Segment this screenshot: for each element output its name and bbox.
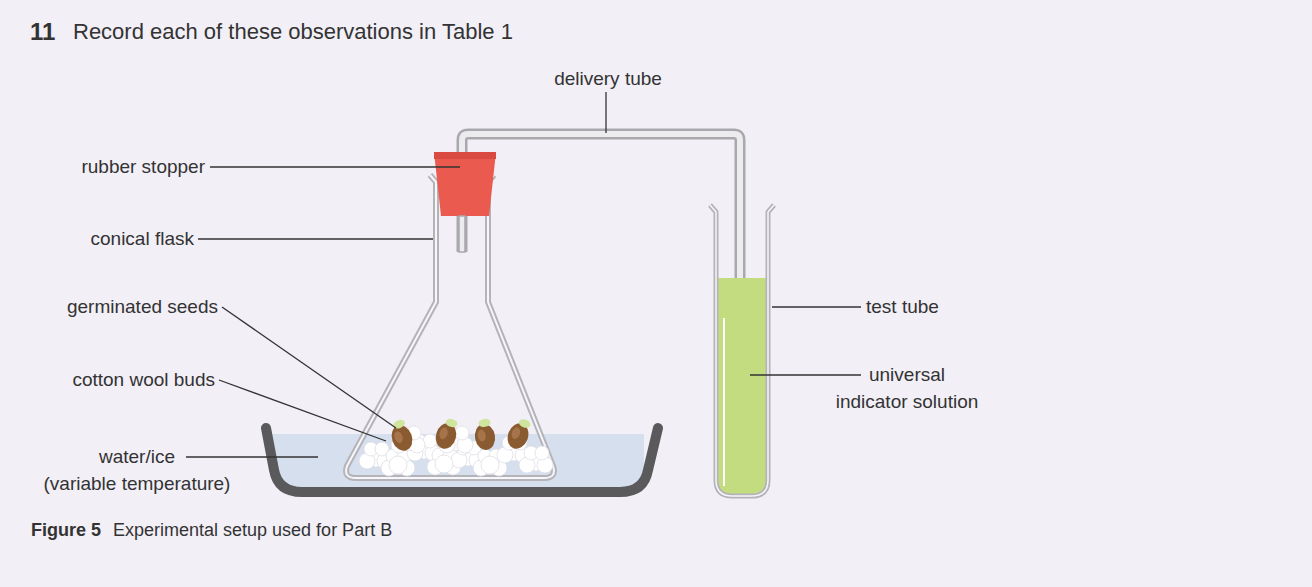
leader-lines	[186, 92, 861, 457]
conical-flask	[346, 175, 554, 478]
part-label: universal indicator solution	[836, 361, 979, 415]
question-title: Record each of these observations in Tab…	[73, 19, 513, 45]
part-label: test tube	[866, 296, 939, 319]
part-label: rubber stopper	[81, 156, 205, 179]
part-label: conical flask	[91, 228, 195, 251]
part-label: germinated seeds	[67, 296, 218, 319]
dish	[266, 428, 658, 492]
question-number: 11	[30, 18, 55, 47]
part-label: delivery tube	[554, 68, 662, 91]
part-label: cotton wool buds	[72, 369, 215, 392]
figure-number: Figure 5	[31, 520, 101, 542]
seed-cluster	[359, 416, 553, 476]
delivery-tube	[462, 134, 740, 326]
test-tube	[710, 205, 774, 496]
figure-caption: Experimental setup used for Part B	[113, 520, 392, 542]
part-label: water/ice (variable temperature)	[44, 443, 231, 497]
